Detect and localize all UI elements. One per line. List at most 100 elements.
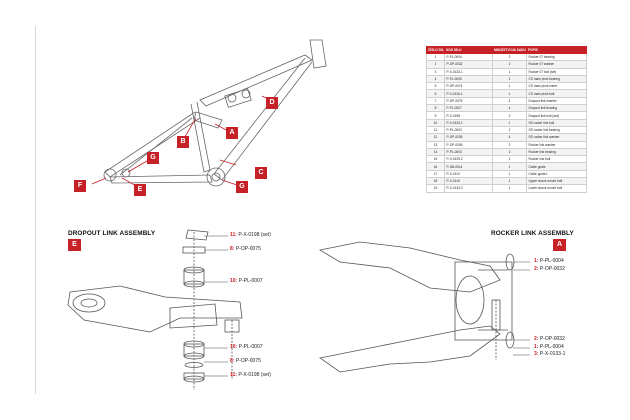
dropout-callout: 8: P-OP-0075 [230, 358, 261, 364]
cell-part-code: P-OP-0074 [444, 82, 493, 91]
cell-description: Dropout link bearing [526, 104, 587, 113]
cell-quantity: 1 [492, 118, 527, 127]
frame-label-g1: G [147, 152, 159, 164]
rocker-callout-number: 2: [534, 266, 539, 272]
dropout-callout: 11: P-X-0198 (set) [230, 372, 271, 378]
cell-part-code: P-PL-0003 [444, 125, 493, 135]
rocker-callout-code: P-PL-0004 [539, 344, 564, 350]
dropout-callout: 10: P-PL-0007 [230, 278, 263, 284]
cell-quantity: 2 [492, 111, 527, 120]
cell-quantity: 2 [492, 52, 527, 62]
cell-description: Rocker link washer [526, 140, 587, 149]
cell-part-number: 18 [426, 177, 445, 186]
cell-part-number: 13 [426, 140, 445, 149]
cell-quantity: 2 [492, 125, 527, 135]
cell-description: CS main pivot insert [526, 82, 587, 91]
cell-description: Rocker 07 bolt (set) [526, 67, 587, 76]
rocker-callout: 2: P-OP-0032 [534, 266, 565, 272]
header-description: POPIS [526, 46, 587, 54]
cell-description: Rocker 07 washer [526, 60, 587, 69]
cell-part-number: 9 [426, 111, 445, 120]
cell-part-number: 17 [426, 169, 445, 179]
frame-label-a: A [226, 127, 238, 139]
cell-quantity: 4 [492, 133, 527, 142]
header-part-number: ČÍSLO DÍLU [426, 46, 445, 54]
cell-quantity: 1 [492, 162, 527, 171]
rocker-callout-code: P-OP-0032 [539, 336, 565, 342]
cell-part-code: P-X-0133-2 [444, 184, 493, 193]
cell-description: CS main pivot bolt [526, 89, 587, 98]
cell-quantity: 4 [492, 96, 527, 106]
cell-part-code: P-PL-0006 [444, 74, 493, 84]
dropout-callout: 10: P-PL-0007 [230, 344, 263, 350]
cell-quantity: 2 [492, 147, 527, 157]
rocker-callout: 1: P-PL-0004 [534, 344, 564, 350]
cell-part-number: 19 [426, 184, 445, 193]
rocker-callout-number: 1: [534, 258, 539, 264]
cell-part-number: 16 [426, 162, 445, 171]
cell-part-code: P-X-0129-2 [444, 155, 493, 164]
cell-description: CS main pivot bearing [526, 74, 587, 84]
cell-part-code: P-OP-0032 [444, 60, 493, 69]
cell-part-number: 14 [426, 147, 445, 157]
dropout-callout: 8: P-OP-0075 [230, 246, 261, 252]
cell-part-number: 12 [426, 133, 445, 142]
cell-part-code: P-X-0198 [444, 111, 493, 120]
dropout-callout-number: 11: [230, 372, 237, 378]
cell-part-code: P-OP-0036 [444, 140, 493, 149]
page-edge-line [35, 26, 36, 394]
dropout-callout-code: P-X-0198 (set) [238, 232, 271, 238]
cell-part-code: P-PL-0003 [444, 147, 493, 157]
cell-part-code: P-X-0116 [444, 177, 493, 186]
header-quantity: MNOŽSTVÍ NA SADU [492, 46, 527, 54]
dropout-callout: 11: P-X-0198 (set) [230, 232, 271, 238]
dropout-callout-number: 8: [230, 358, 235, 364]
cell-quantity: 1 [492, 89, 527, 98]
dropout-callout-number: 10: [230, 278, 238, 284]
cell-part-number: 11 [426, 125, 445, 135]
cell-part-number: 15 [426, 155, 445, 164]
cell-description: Dropout link bolt (set) [526, 111, 587, 120]
bike-frame-drawing [91, 39, 327, 189]
cell-part-code: P-X-0133-1 [444, 67, 493, 76]
dropout-callout-code: P-PL-0007 [238, 344, 263, 350]
cell-description: Rocker link bearing [526, 147, 587, 157]
frame-label-c: C [255, 167, 267, 179]
dropout-callout-number: 11: [230, 232, 237, 238]
cell-part-code: P-X-0116-1 [444, 89, 493, 98]
cell-part-code: P-PL-0004 [444, 52, 493, 62]
frame-label-b: B [177, 136, 189, 148]
cell-quantity: 1 [492, 74, 527, 84]
cell-part-code: P-X-0133-1 [444, 118, 493, 127]
rocker-section-badge: A [553, 239, 566, 251]
cell-part-code: P-OP-0075 [444, 96, 493, 106]
cell-description: Upper shock mount bolt [526, 177, 587, 186]
cell-part-code: P-PL-0007 [444, 104, 493, 113]
cell-quantity: 1 [492, 82, 527, 91]
rocker-callout: 3: P-X-0133-1 [534, 351, 565, 357]
frame-label-e: E [134, 184, 146, 196]
cell-quantity: 1 [492, 184, 527, 193]
cell-part-number: 8 [426, 104, 445, 113]
dropout-callout-code: P-OP-0075 [235, 246, 261, 252]
rocker-callout-number: 3: [534, 351, 539, 357]
cell-part-number: 3 [426, 67, 445, 76]
frame-label-g2: G [236, 181, 248, 193]
dropout-callout-number: 10: [230, 344, 238, 350]
frame-label-d: D [266, 97, 278, 109]
